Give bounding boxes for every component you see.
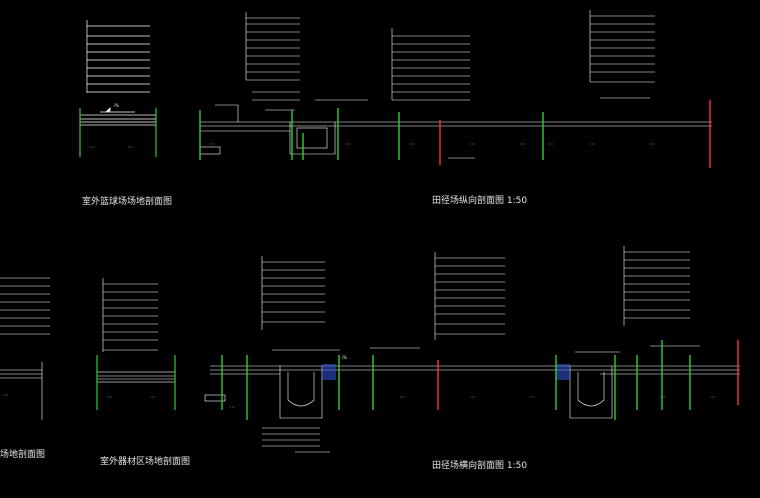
tick-marks: ﾞﾞﾞ ﾞﾞﾞ ﾞﾞﾞ ﾞﾞﾞ ﾞﾞﾞ ﾞﾞﾞ ﾞﾞﾞ ﾞﾞﾞ ﾞﾞﾞ ﾞﾞﾞ ﾞﾞﾞ ﾞﾞ… — [3, 143, 716, 411]
title-basketball-court: 室外篮球场场地剖面图 — [82, 197, 173, 207]
svg-text:ﾞﾞﾞ: ﾞﾞﾞ — [345, 143, 351, 148]
slope-label: i% — [342, 355, 347, 360]
svg-text:ﾞﾞﾞ: ﾞﾞﾞ — [90, 146, 96, 151]
svg-text:ﾞﾞﾞ: ﾞﾞﾞ — [400, 396, 406, 401]
longitudinal-section — [199, 10, 712, 159]
svg-text:ﾞﾞﾞ: ﾞﾞﾞ — [660, 396, 666, 401]
left-partial-section — [0, 277, 50, 420]
svg-text:ﾞﾞﾞ: ﾞﾞﾞ — [410, 143, 416, 148]
svg-text:ﾞﾞﾞ: ﾞﾞﾞ — [150, 396, 156, 401]
svg-text:ﾞﾞﾞ: ﾞﾞﾞ — [650, 143, 656, 148]
title-longitudinal-section: 田径场纵向剖面图 1:50 — [432, 196, 528, 206]
equipment-area-section — [96, 278, 176, 383]
title-transverse-section: 田径场横向剖面图 1:50 — [432, 461, 528, 471]
title-left-section: 场地剖面图 — [0, 450, 46, 460]
svg-text:ﾞﾞﾞ: ﾞﾞﾞ — [230, 406, 236, 411]
hatch-patch — [322, 364, 336, 380]
svg-text:ﾞﾞﾞ: ﾞﾞﾞ — [590, 143, 596, 148]
svg-text:ﾞﾞﾞ: ﾞﾞﾞ — [128, 146, 134, 151]
longitudinal-markers — [199, 100, 711, 168]
title-equipment-area: 室外器材区场地剖面图 — [100, 457, 191, 467]
svg-text:ﾞﾞﾞ: ﾞﾞﾞ — [3, 394, 9, 399]
basketball-court-section — [79, 20, 157, 126]
svg-text:ﾞﾞﾞ: ﾞﾞﾞ — [107, 396, 113, 401]
svg-text:ﾞﾞﾞ: ﾞﾞﾞ — [548, 143, 554, 148]
slope-label: i% — [114, 103, 119, 108]
svg-text:ﾞﾞﾞ: ﾞﾞﾞ — [530, 396, 536, 401]
transverse-markers — [221, 340, 739, 420]
svg-text:ﾞﾞﾞ: ﾞﾞﾞ — [520, 143, 526, 148]
svg-text:ﾞﾞﾞ: ﾞﾞﾞ — [470, 143, 476, 148]
svg-text:ﾞﾞﾞ: ﾞﾞﾞ — [470, 396, 476, 401]
transverse-section — [204, 246, 740, 453]
svg-text:ﾞﾞﾞ: ﾞﾞﾞ — [210, 143, 216, 148]
svg-text:ﾞﾞﾞ: ﾞﾞﾞ — [710, 396, 716, 401]
hatch-patch — [556, 364, 570, 380]
